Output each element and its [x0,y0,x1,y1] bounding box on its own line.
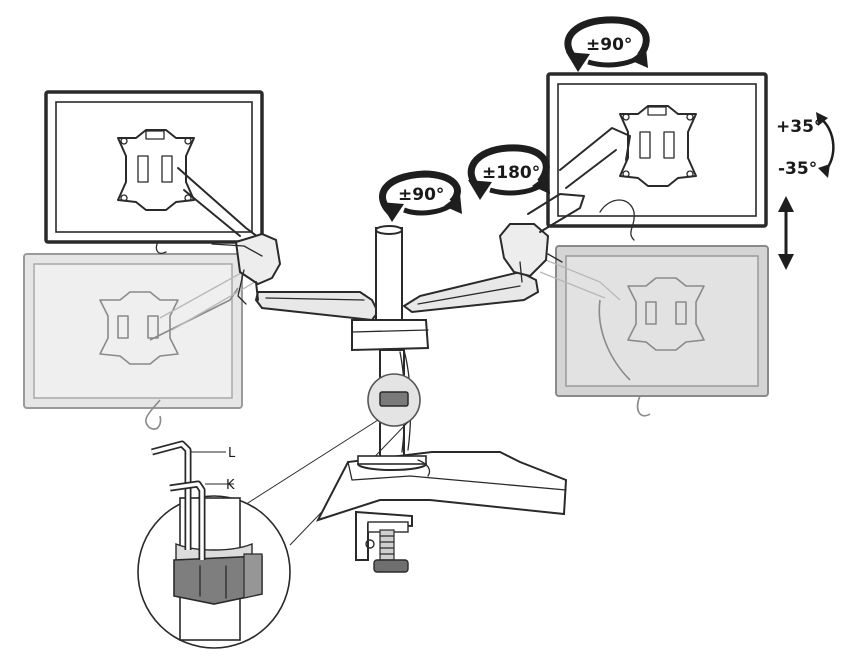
ghost-monitor-right [555,245,769,417]
detail-magnifier [137,495,291,649]
tilt-down-label: -35° [778,159,817,179]
swivel-arm-icon [467,144,550,200]
monitor-left [44,90,264,254]
ghost-monitor-left [23,253,243,430]
swivel-center-icon [379,170,462,222]
tilt-up-label: +35° [776,117,822,137]
tilt-icon [816,112,835,178]
pole [351,225,430,463]
desk [315,451,568,522]
label-l: L [228,446,236,461]
height-adjust-icon [778,196,794,270]
arm-right [402,193,585,314]
swivel-center-label: ±90° [398,185,444,205]
cable-clip-callout [181,373,421,546]
rotate-right-icon [564,16,650,72]
hex-key-l [151,440,226,550]
vesa-plate-right [619,105,697,187]
swivel-arm-label: ±180° [482,163,540,183]
monitor-right [546,72,768,241]
hex-key-k [169,480,234,560]
vesa-plate-left [117,129,195,211]
rotate-right-label: ±90° [586,35,632,55]
desk-clamp [355,510,413,573]
label-k: K [226,478,235,493]
arm-left [211,232,380,322]
